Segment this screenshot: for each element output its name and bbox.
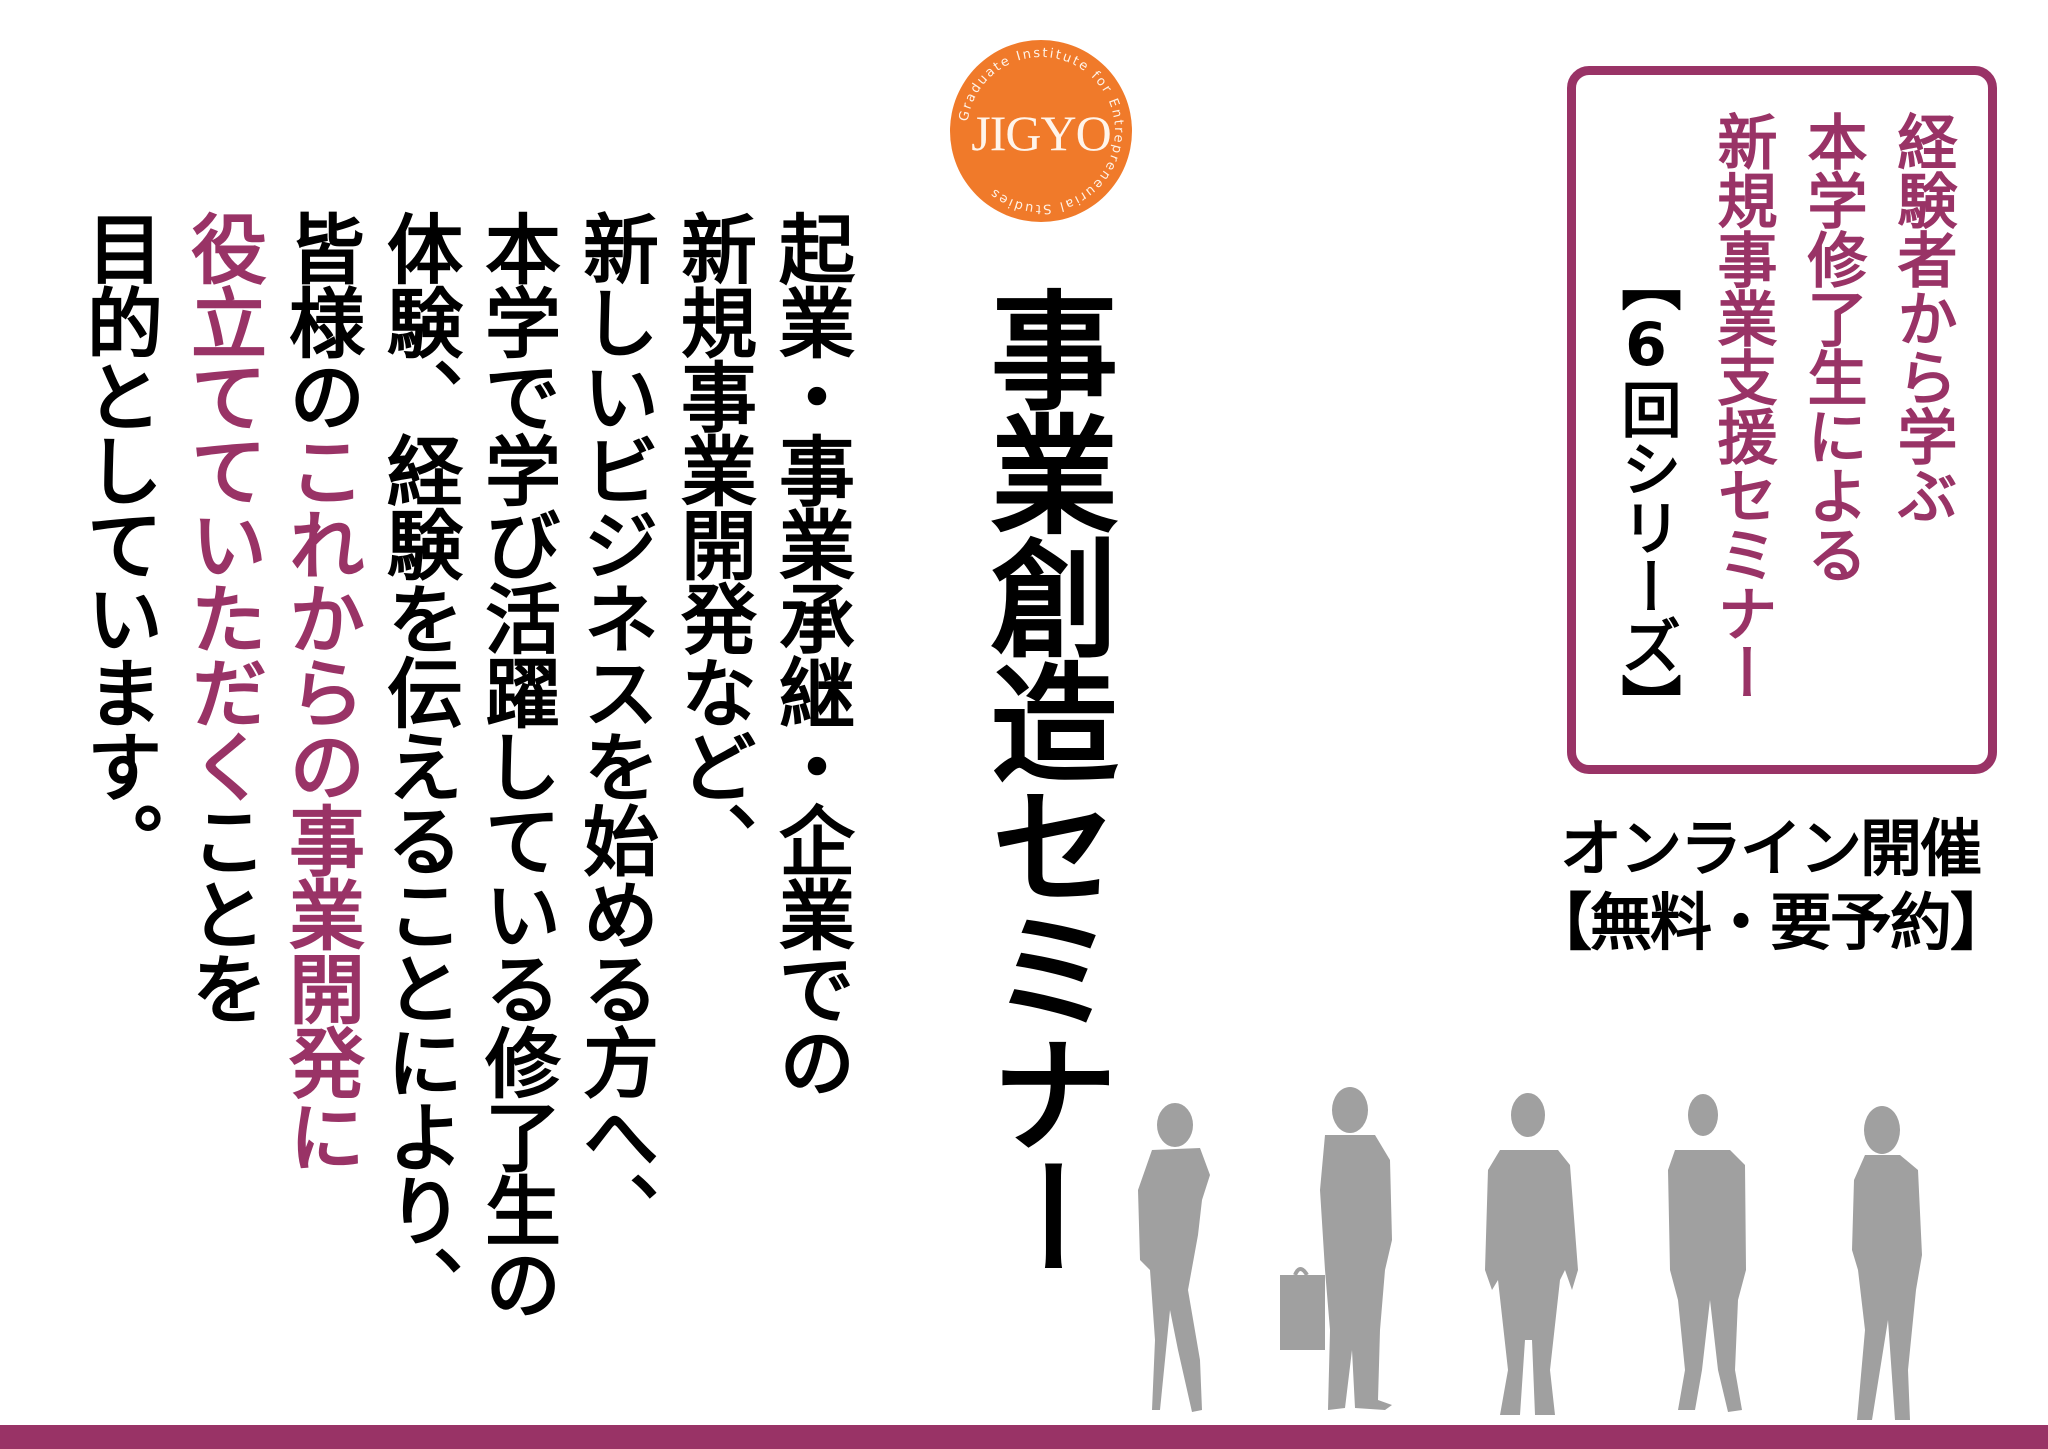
body-segment: ことを [178,802,267,1024]
body-segment: 皆様の [276,210,365,432]
logo-text: JIGYO [971,105,1111,161]
person-silhouette-icon [1485,1093,1578,1415]
event-conditions: 【無料・要予約】 [1529,886,2012,960]
person-silhouette-icon [1280,1087,1392,1410]
person-silhouette-icon [1138,1103,1210,1412]
event-format: オンライン開催 [1559,812,1982,885]
body-column-5: 体験、経験を伝えることにより、 [374,210,463,1320]
body-segment: 本学で学び活躍している修了生の [472,210,561,1320]
series-line-3: 新規事業支援セミナー [1707,111,1777,701]
footer-bar [0,1425,2048,1449]
body-column-6: 皆様のこれからの事業開発に [276,210,365,1172]
series-box: 経験者から学ぶ 本学修了生による 新規事業支援セミナー 【6回シリーズ】 [1567,66,1997,774]
body-column-7: 役立てていただくことを [178,210,267,1024]
body-column-8: 目的としています。 [74,210,163,876]
person-silhouette-icon [1668,1094,1746,1412]
series-line-2: 本学修了生による [1797,111,1867,583]
body-segment-highlight: 新しいビジネスを始める方へ、 [570,210,659,1246]
body-column-1: 起業・事業承継・企業での [766,210,855,1098]
body-segment-highlight: これからの事業開発に [276,432,365,1172]
jigyo-logo: Graduate Institute for Entrepreneurial S… [950,40,1132,222]
body-segment: 新規事業開発など、 [668,210,757,876]
body-column-4: 本学で学び活躍している修了生の [472,210,561,1320]
series-line-1: 経験者から学ぶ [1887,111,1957,524]
body-column-3: 新しいビジネスを始める方へ、 [570,210,659,1246]
person-silhouette-icon [1852,1106,1922,1420]
body-column-2: 新規事業開発など、 [668,210,757,876]
series-count: 【6回シリーズ】 [1611,251,1681,733]
body-segment: 目的としています。 [74,210,163,876]
body-segment-highlight: 役立てていただく [178,210,267,802]
business-people-illustration [1138,1087,1922,1420]
event-info: オンライン開催 【無料・要予約】 [1520,812,2020,961]
page-title: 事業創造セミナー [968,285,1117,1277]
body-segment: 起業・事業承継・企業での [766,210,855,1098]
logo-ring-icon: Graduate Institute for Entrepreneurial S… [957,46,1124,216]
body-segment: 体験、経験を伝えることにより、 [374,210,463,1320]
